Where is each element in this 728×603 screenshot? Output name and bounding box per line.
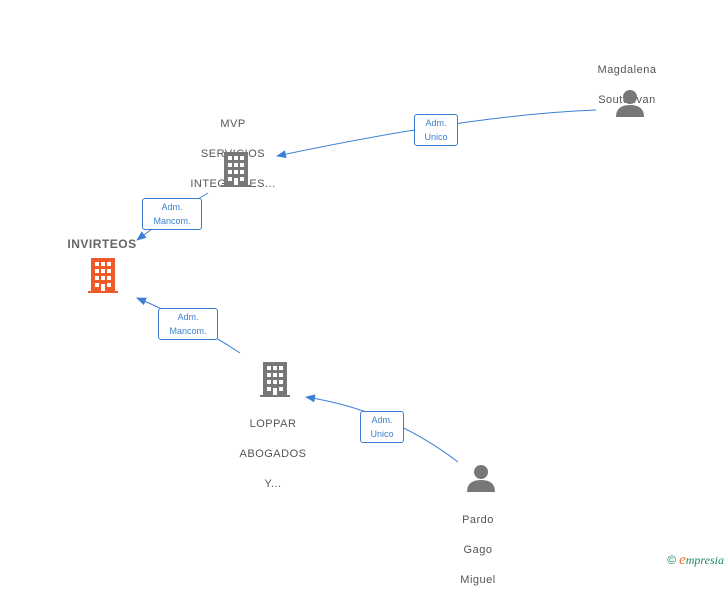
- building-icon[interactable]: [221, 152, 251, 187]
- node-label-line: Magdalena: [597, 64, 657, 76]
- node-label-magdalena[interactable]: Magdalena Souto Ivan: [567, 48, 687, 123]
- node-label-line: Miguel: [460, 574, 496, 586]
- empresia-watermark: ©empresia: [667, 552, 724, 569]
- edge-label-line: Unico: [424, 132, 448, 142]
- node-label-line: Gago: [463, 544, 493, 556]
- building-icon[interactable]: [260, 362, 290, 397]
- node-label-line: ABOGADOS: [239, 448, 307, 460]
- person-icon[interactable]: [614, 88, 646, 118]
- edge-label-loppar-invirteos[interactable]: Adm. Mancom.: [158, 308, 218, 340]
- building-icon[interactable]: [88, 258, 118, 293]
- node-label-pardo[interactable]: Pardo Gago Miguel: [418, 498, 538, 603]
- edge-label-line: Adm.: [177, 312, 199, 322]
- node-label-line: Pardo: [462, 514, 494, 526]
- edge-label-line: Unico: [370, 429, 394, 439]
- edge-label-pardo-loppar[interactable]: Adm. Unico: [360, 411, 404, 443]
- edge-label-magdalena-mvp[interactable]: Adm. Unico: [414, 114, 458, 146]
- edge-label-line: Adm.: [161, 202, 183, 212]
- edge-label-line: Mancom.: [153, 216, 191, 226]
- person-icon[interactable]: [465, 463, 497, 493]
- node-label-line: LOPPAR: [249, 418, 297, 430]
- brand-name: mpresia: [685, 553, 724, 567]
- edge-label-line: Adm.: [371, 415, 393, 425]
- node-label-line: MVP: [220, 118, 246, 130]
- node-label-loppar[interactable]: LOPPAR ABOGADOS Y...: [213, 402, 333, 507]
- node-label-line: Souto Ivan: [598, 94, 656, 106]
- edge-label-line: Adm.: [425, 118, 447, 128]
- node-label-line: Y...: [264, 478, 282, 490]
- brand-initial: e: [679, 552, 686, 568]
- node-label-line: INVIRTEOS: [67, 237, 137, 251]
- edge-label-line: Mancom.: [169, 326, 207, 336]
- edge-label-mvp-invirteos[interactable]: Adm. Mancom.: [142, 198, 202, 230]
- copyright-symbol: ©: [667, 553, 677, 567]
